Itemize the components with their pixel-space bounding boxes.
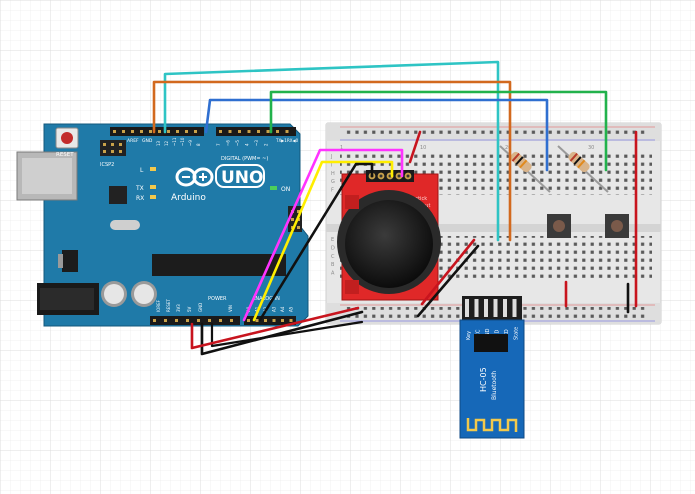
- uno-badge: UNO: [215, 164, 265, 188]
- bt-pin-key: Key: [466, 331, 472, 340]
- bb-row-f: F: [331, 188, 334, 194]
- digital-label: DIGITAL (PWM= ~): [221, 156, 268, 162]
- digital-header: [110, 127, 296, 136]
- digital-pin-6: ~6: [226, 140, 231, 146]
- digital-pin-10: ~10: [180, 137, 185, 146]
- power-label: POWER: [208, 296, 227, 302]
- digital-pin-3: ~3: [254, 140, 259, 146]
- on-label: ON: [281, 186, 290, 193]
- wire-red-rail-top: [408, 130, 422, 164]
- push-button-1[interactable]: [547, 214, 571, 238]
- bb-row-b: B: [331, 262, 335, 268]
- wire-magenta: [242, 148, 404, 322]
- wire-yellow: [252, 160, 394, 322]
- bb-row-c: C: [331, 254, 335, 260]
- bb-row-a: A: [331, 271, 335, 277]
- crystal: [110, 220, 140, 230]
- joystick-knob[interactable]: [345, 200, 433, 288]
- bb-col-30: 30: [588, 145, 594, 151]
- top-rail-holes: [345, 129, 645, 138]
- wire-black-gnd2: [210, 320, 364, 348]
- analog-pin-a4: A4: [280, 306, 285, 312]
- ioref-label: IOREF: [156, 299, 161, 312]
- wires: [152, 60, 638, 356]
- icsp2-header: [100, 140, 126, 156]
- digital-pin-7: 7: [216, 143, 221, 146]
- rx-label: RX: [136, 195, 144, 202]
- digital-pin-4: 4: [245, 143, 250, 146]
- icsp2-label: ICSP2: [100, 162, 114, 168]
- rx0-label: RX◀0: [287, 138, 299, 143]
- usb-chip: [109, 186, 127, 204]
- bb-row-i: I: [331, 162, 332, 168]
- wire-green: [269, 90, 608, 172]
- bt-pin-state: State: [514, 327, 520, 340]
- v33-label: 3V3: [176, 304, 181, 312]
- bb-col-20: 20: [505, 145, 511, 151]
- analog-pin-a5: A5: [289, 306, 294, 312]
- vin-label: VIN: [228, 305, 233, 312]
- l-led-label: L: [140, 167, 144, 174]
- bb-row-d: D: [331, 245, 335, 251]
- analog-pin-a1: A1: [255, 306, 260, 312]
- resistor-2: [557, 145, 609, 193]
- v5-label: 5V: [187, 306, 192, 312]
- bt-sub: Bluetooth: [491, 371, 498, 400]
- digital-pin-2: 2: [264, 143, 269, 146]
- uno-text: UNO: [221, 168, 263, 188]
- arduino-logo: [175, 167, 214, 187]
- aref-label: AREF: [127, 138, 139, 144]
- bb-row-e: E: [331, 237, 334, 243]
- gnd-label: GND: [142, 138, 153, 144]
- wire-black-gnd: [200, 310, 364, 356]
- digital-pin-13: 13: [156, 140, 161, 146]
- power-analog-header: [150, 316, 296, 325]
- wire-red-joystick-to-rail: [420, 238, 476, 306]
- digital-pin-9: ~9: [188, 140, 193, 146]
- tx-label: TX: [135, 185, 144, 192]
- wire-red-5v: [190, 306, 360, 350]
- tx1-label: TX▶1: [275, 138, 287, 143]
- atmega-chip: [152, 254, 286, 276]
- wire-cyan: [163, 60, 500, 242]
- arduino-wordmark: Arduino: [171, 193, 206, 203]
- joystick-breakout: Joystick Breakout: [337, 170, 441, 301]
- reset-pin-label: RESET: [166, 299, 171, 312]
- bb-row-j: J: [330, 154, 332, 160]
- reset-label: RESET: [56, 152, 74, 158]
- bb-row-g: G: [331, 179, 335, 185]
- wire-orange: [152, 80, 512, 242]
- digital-pin-11: ~11: [172, 137, 177, 146]
- push-button-2[interactable]: [605, 214, 629, 238]
- digital-pin-12: 12: [164, 140, 169, 146]
- gnd-pin-label: GND: [198, 303, 203, 312]
- digital-pin-8: 8: [196, 143, 201, 146]
- bb-col-1: 1: [340, 145, 343, 151]
- wire-black-joystick-to-rail: [416, 244, 480, 318]
- analog-pin-a3: A3: [272, 306, 277, 312]
- bb-col-10: 10: [420, 145, 426, 151]
- hc05-bluetooth-module: KeyVCCGNDTXDRXDState HC-05 Bluetooth: [459, 296, 525, 439]
- voltage-regulator: [62, 250, 78, 272]
- digital-pin-5: ~5: [235, 140, 240, 146]
- resistor-1: [499, 145, 551, 193]
- bb-row-h: H: [331, 171, 335, 177]
- wire-blue: [204, 98, 549, 172]
- wire-black-joystick: [258, 162, 374, 322]
- analog-label: ANALOG IN: [252, 296, 280, 302]
- bt-antenna: [466, 418, 518, 432]
- bt-model: HC-05: [479, 367, 488, 392]
